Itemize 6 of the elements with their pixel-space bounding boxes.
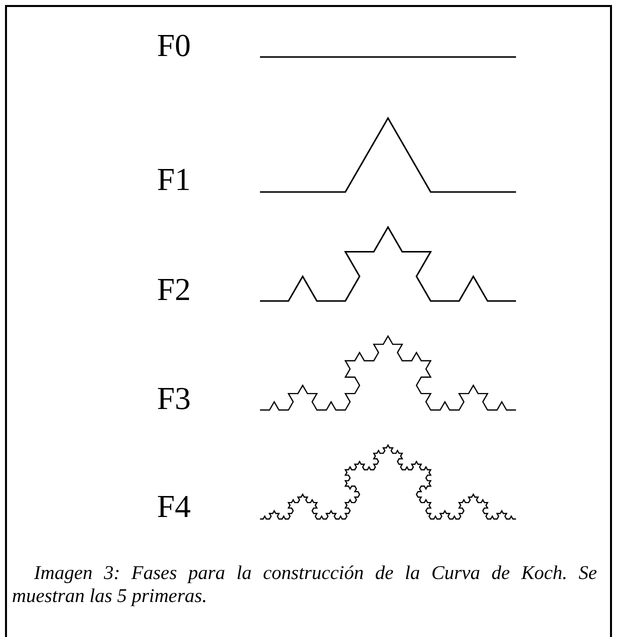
stage-label: F0 <box>157 29 191 61</box>
stage-label: F1 <box>157 163 191 195</box>
stage-label: F2 <box>157 273 191 305</box>
figure-caption: Imagen 3: Fases para la construcción de la Curva de Koch. Se muestran las 5 primeras. <box>12 562 597 608</box>
stage-label: F4 <box>157 490 191 522</box>
stage-label: F3 <box>157 382 191 414</box>
